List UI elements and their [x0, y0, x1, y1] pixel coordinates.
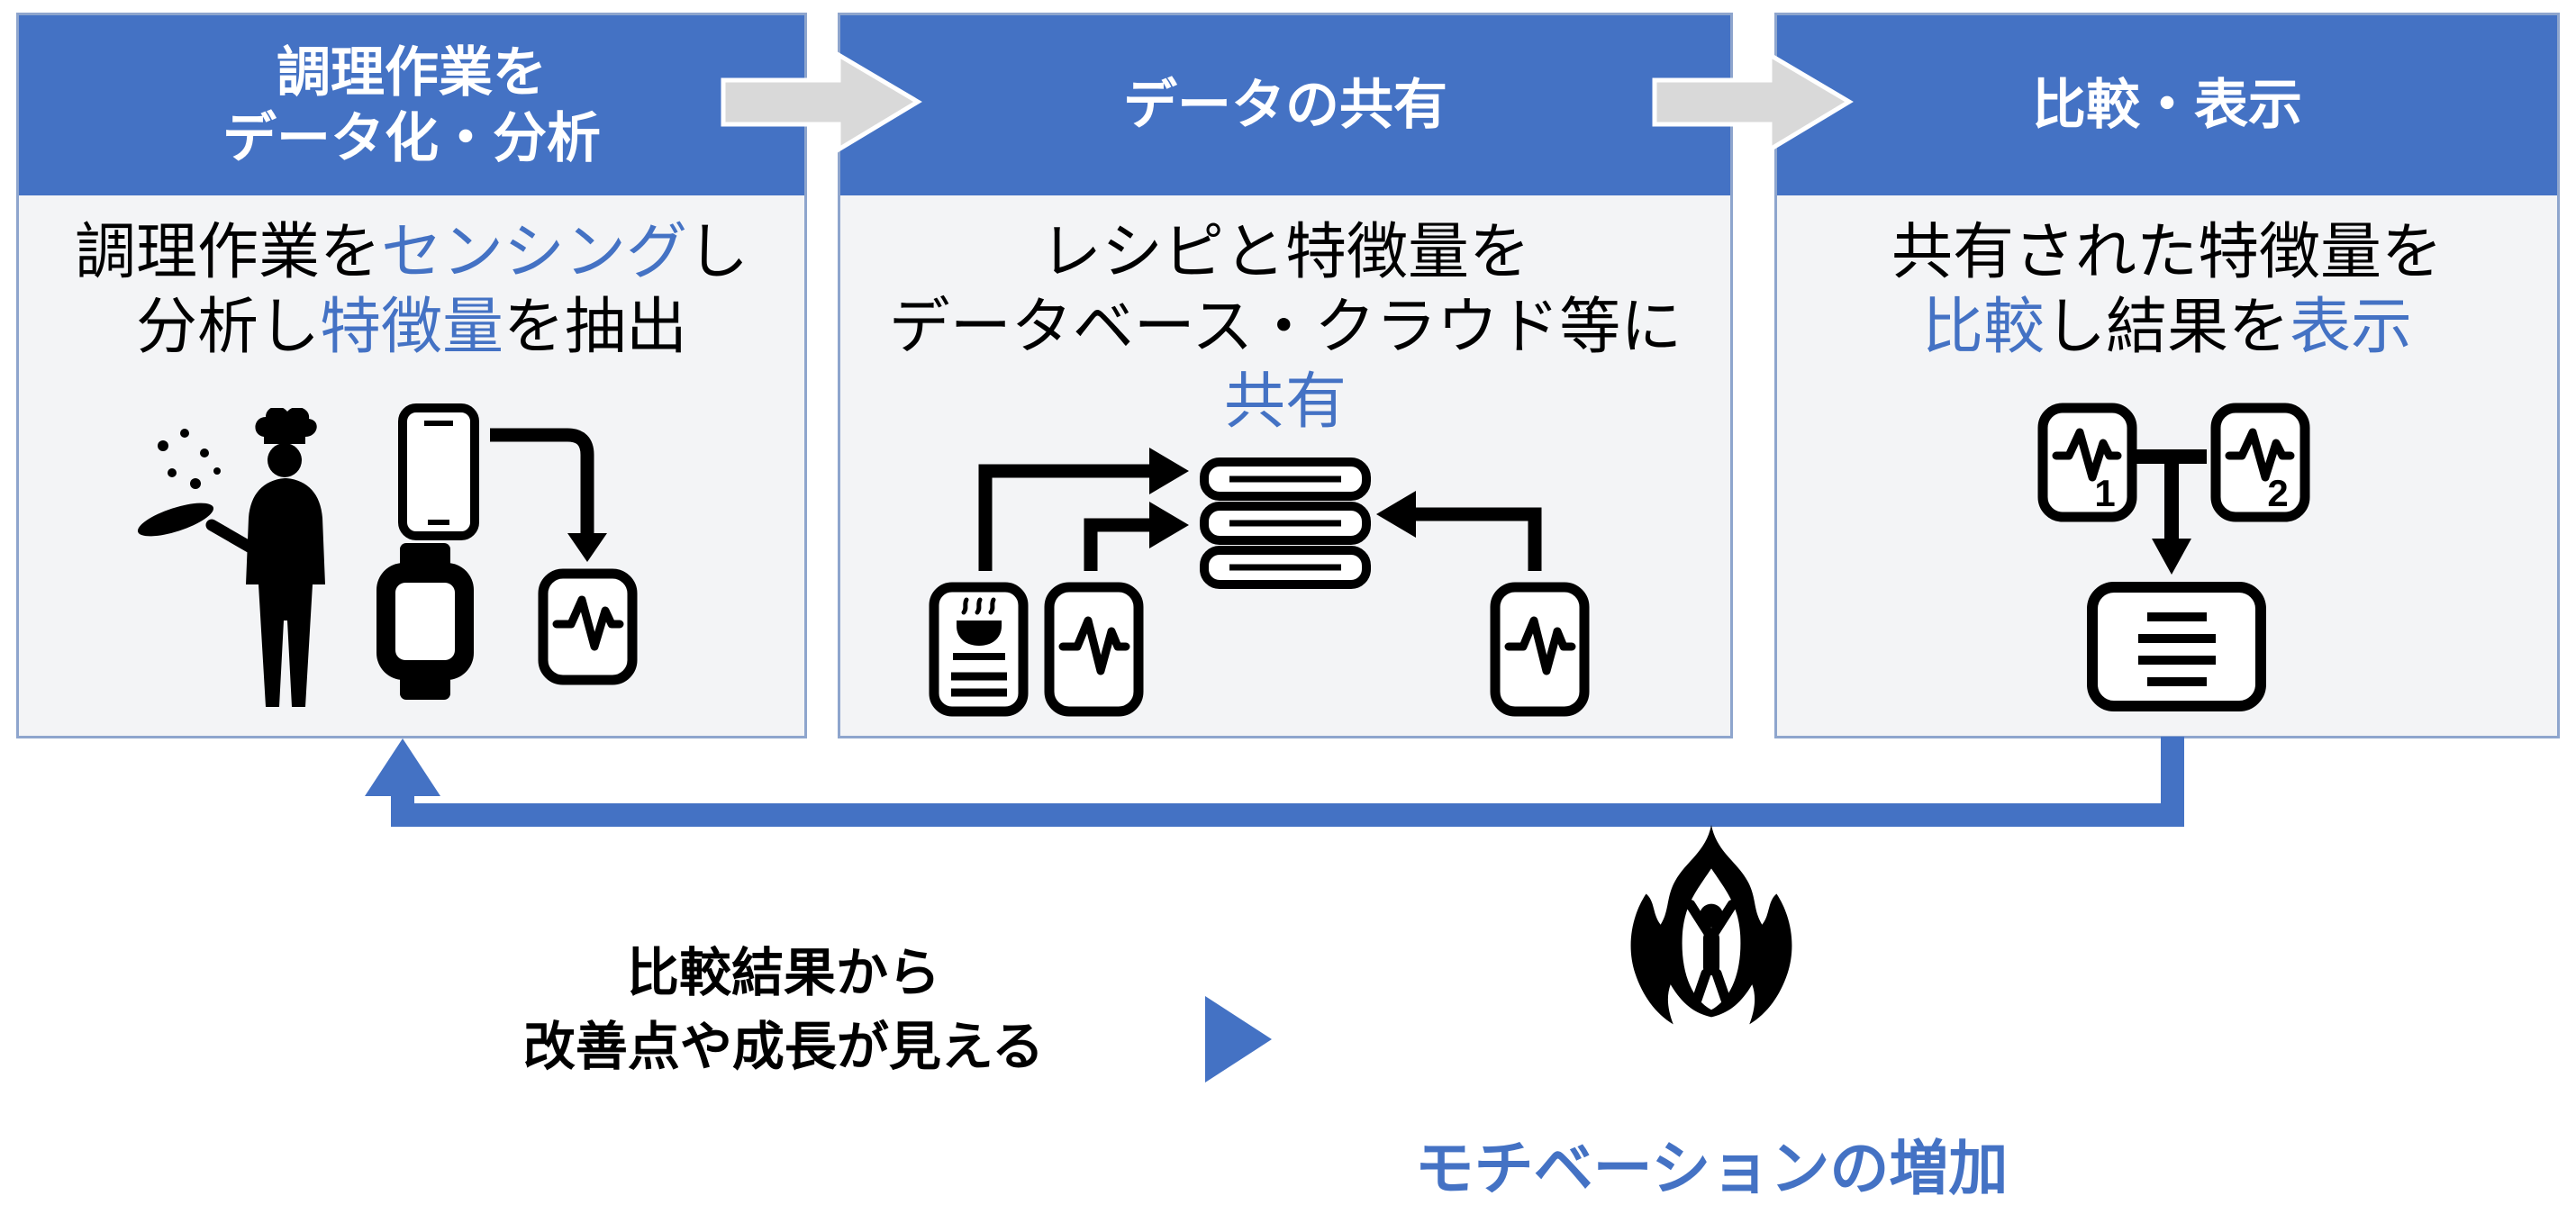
play-triangle-icon [1205, 996, 1272, 1083]
motivated-person-flame-icon [1630, 825, 1792, 1025]
database-stack-icon [1200, 457, 1371, 589]
waveform-1-badge: 1 [2094, 472, 2115, 514]
step1-text-seg3: し [687, 218, 749, 286]
feedback-note-line2: 改善点や成長が見える [522, 1018, 1045, 1077]
step1-header: 調理作業を データ化・分析 [19, 15, 804, 195]
step3-text-seg2: し結果を [2044, 292, 2290, 361]
step-box-data-sharing: データの共有 レシピと特徴量を データベース・クラウド等に 共有 [838, 13, 1733, 738]
step3-header: 比較・表示 [1777, 15, 2557, 195]
step3-description: 共有された特徴量を 比較し結果を表示 [1777, 195, 2557, 365]
feedback-loop-arrow [365, 737, 2184, 827]
feedback-note: 比較結果から 改善点や成長が見える [342, 937, 1225, 1085]
waveform-2-badge: 2 [2267, 472, 2288, 514]
step2-header-line1: データの共有 [1123, 75, 1447, 136]
step1-text-features: 特徴量 [319, 292, 503, 361]
step2-header: データの共有 [840, 15, 1730, 195]
step2-description-line1: レシピと特徴量を [1039, 218, 1530, 286]
step2-description-line2: データベース・クラウド等に [888, 292, 1683, 361]
step2-description: レシピと特徴量を データベース・クラウド等に 共有 [840, 195, 1730, 439]
step3-description-line2: 比較し結果を表示 [1777, 290, 2557, 365]
step3-description-line1: 共有された特徴量を [1891, 218, 2443, 286]
smartwatch-icon [376, 543, 474, 700]
step1-text-seg4: 分析し [135, 292, 320, 361]
step-box-datafy-analyze: 調理作業を データ化・分析 調理作業をセンシングし 分析し特徴量を抽出 [16, 13, 807, 738]
step-box-compare-display: 比較・表示 共有された特徴量を 比較し結果を表示 1 2 [1774, 13, 2560, 738]
step1-header-line1: 調理作業を [277, 41, 547, 103]
recipe-card-icon [929, 582, 1029, 717]
step1-header-line2: データ化・分析 [222, 108, 601, 168]
step1-description-line2: 分析し特徴量を抽出 [19, 290, 804, 365]
step3-header-line1: 比較・表示 [2032, 75, 2302, 136]
step3-text-display: 表示 [2290, 292, 2413, 361]
feedback-note-line1: 比較結果から [626, 944, 940, 1002]
step1-text-sensing: センシング [380, 218, 687, 286]
list-display-icon [2087, 582, 2266, 711]
waveform-signal-2-icon: 2 [2210, 403, 2310, 522]
smartphone-icon [398, 403, 479, 540]
waveform-signal-icon [1490, 582, 1590, 717]
step1-description: 調理作業をセンシングし 分析し特徴量を抽出 [19, 195, 804, 365]
step1-text-seg6: を抽出 [503, 292, 688, 361]
waveform-signal-icon [538, 568, 638, 685]
chef-cooking-icon [137, 408, 325, 707]
step1-text-seg1: 調理作業を [74, 218, 381, 286]
step2-text-share: 共有 [1223, 367, 1347, 436]
step1-description-line1: 調理作業をセンシングし [19, 215, 804, 290]
motivation-label: モチベーションの増加 [1414, 1135, 2009, 1201]
waveform-signal-icon [1044, 582, 1144, 717]
waveform-signal-1-icon: 1 [2037, 403, 2137, 522]
step3-text-compare: 比較 [1921, 292, 2045, 361]
